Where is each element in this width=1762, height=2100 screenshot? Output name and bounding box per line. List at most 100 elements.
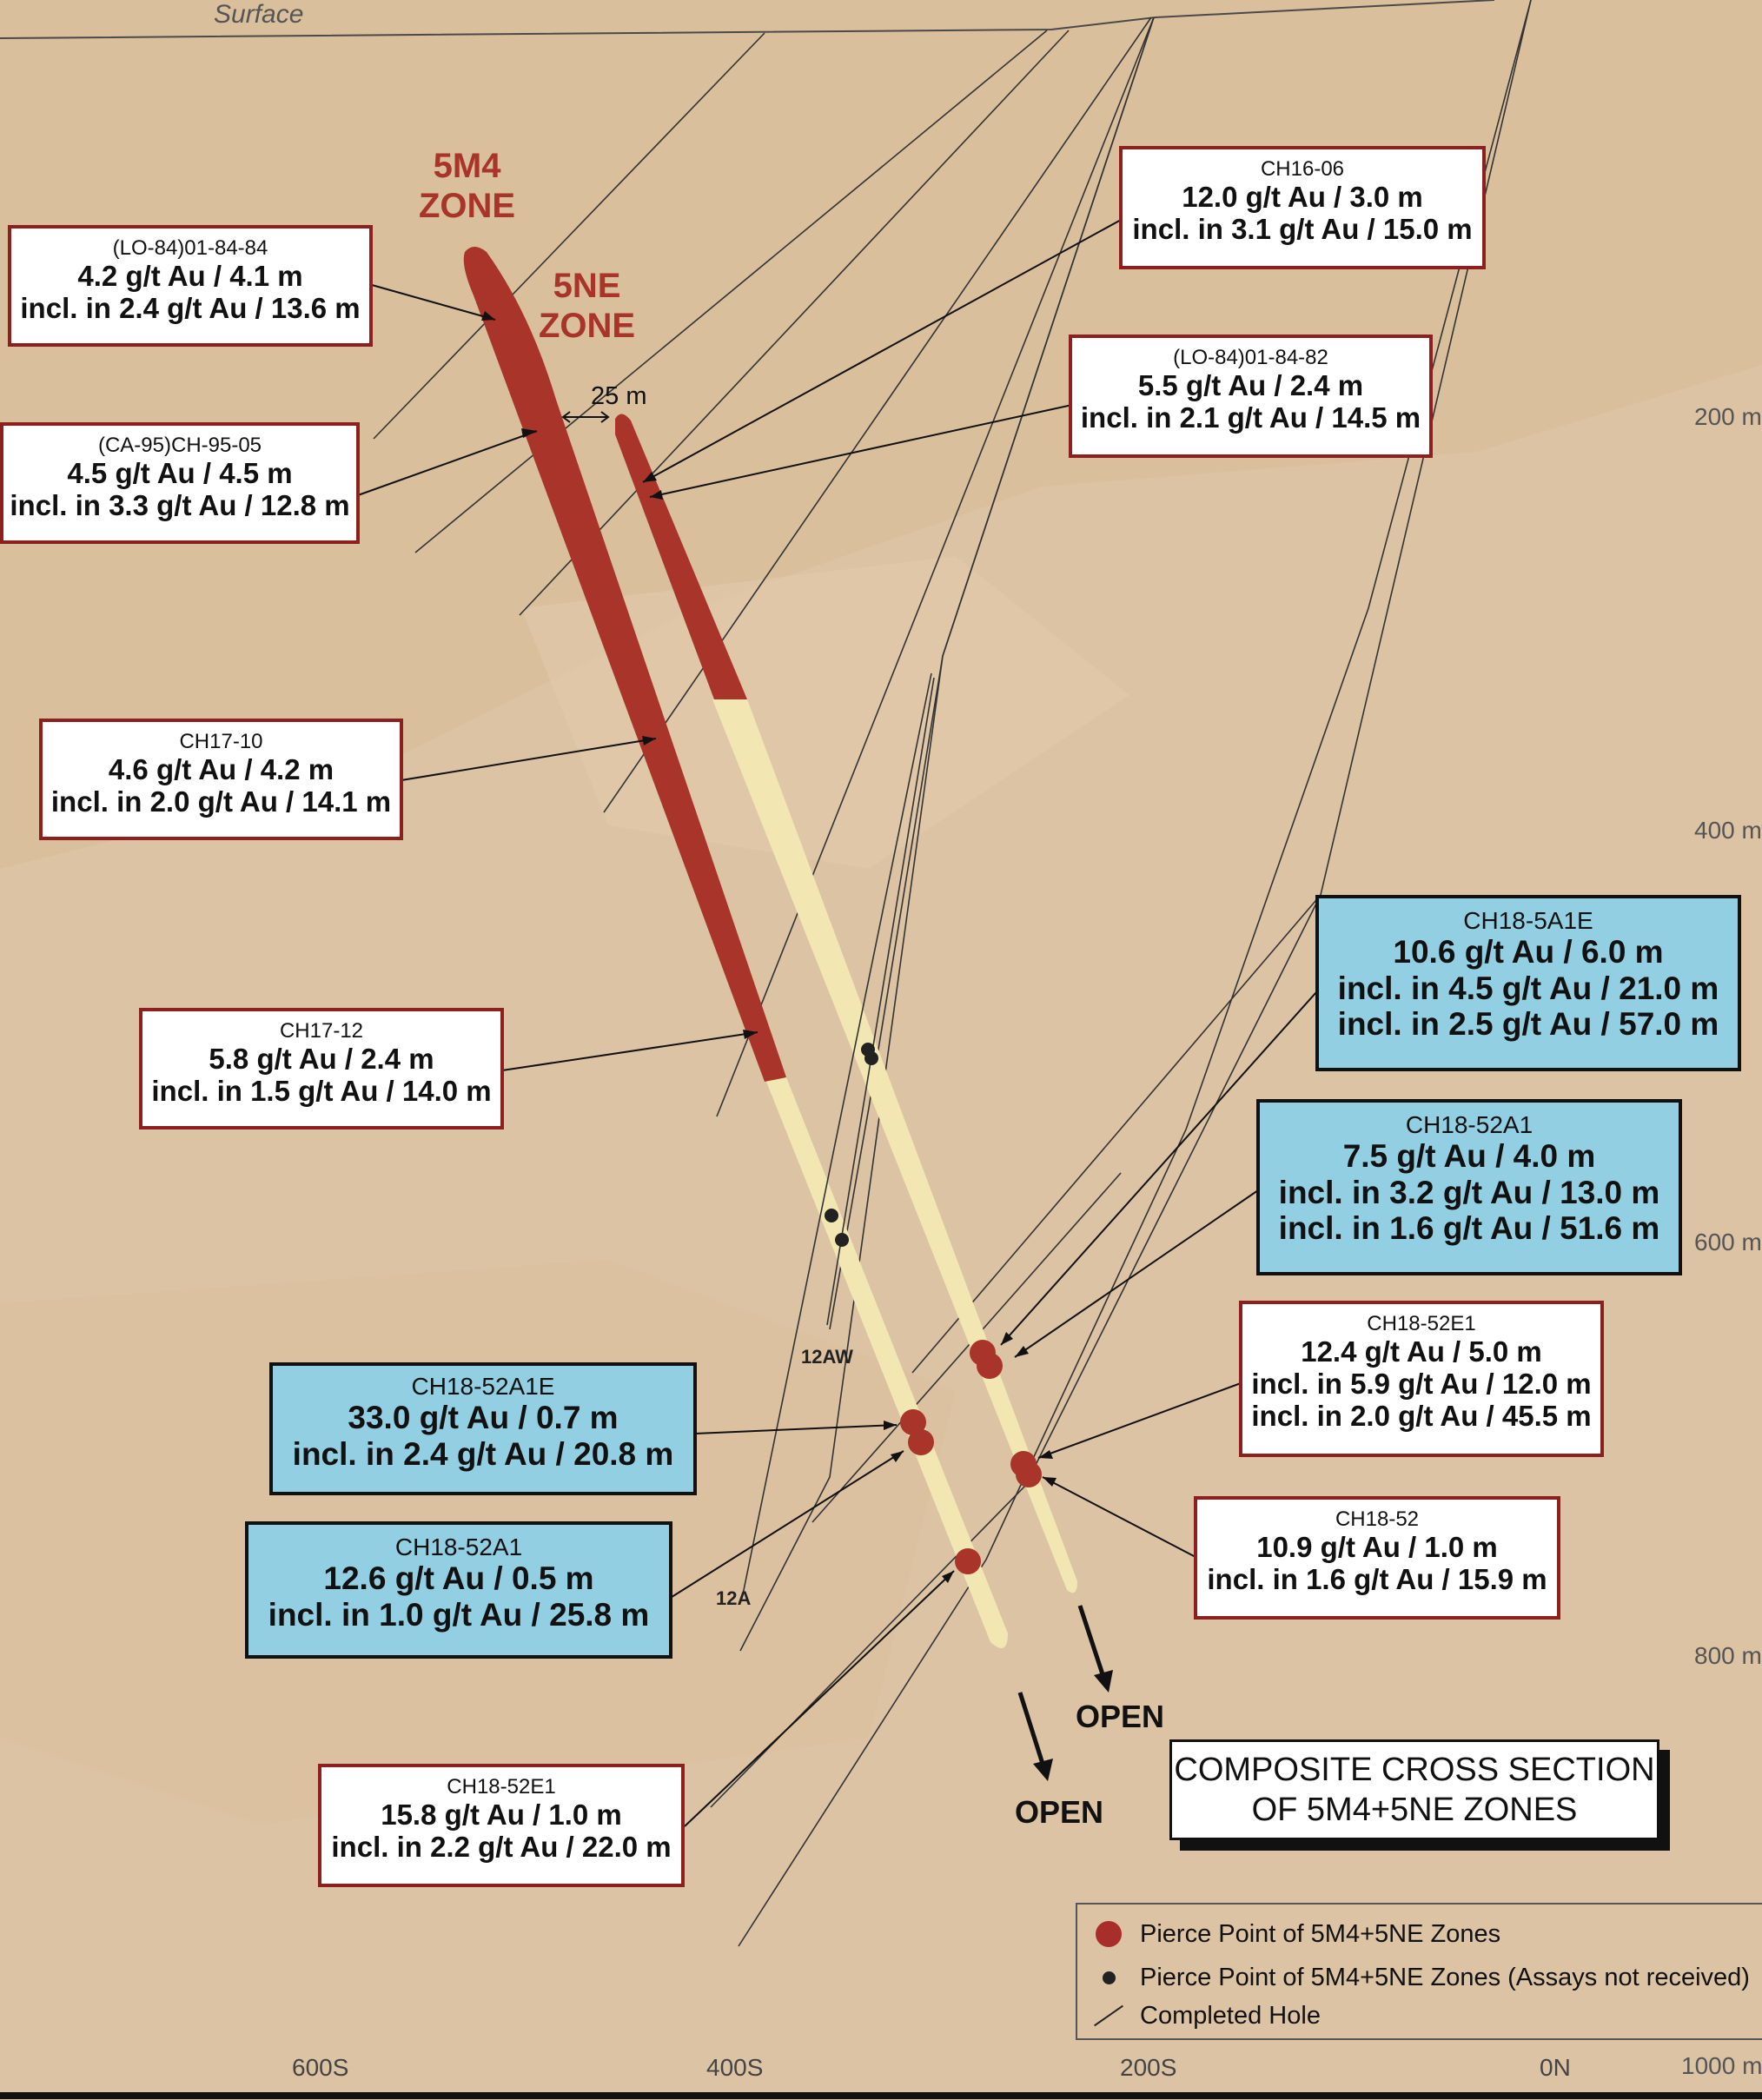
callout-hole-id: CH18-52A1E xyxy=(411,1373,555,1400)
leader-arrowheads xyxy=(481,311,1057,1583)
callout-included-grade: incl. in 2.0 g/t Au / 45.5 m xyxy=(1251,1399,1592,1432)
zone-5ne xyxy=(615,414,747,699)
callout-included-grade: incl. in 2.5 g/t Au / 57.0 m xyxy=(1337,1006,1719,1043)
callout-ch18-52e1-right: CH18-52E1 12.4 g/t Au / 5.0 m incl. in 5… xyxy=(1239,1301,1604,1457)
arrowhead xyxy=(884,1421,897,1430)
drill-hole xyxy=(603,17,1152,813)
drill-hole xyxy=(716,17,1155,1117)
callout-included-grade: incl. in 2.4 g/t Au / 13.6 m xyxy=(20,291,361,324)
surface-label: Surface xyxy=(214,0,304,29)
depth-label: 800 m xyxy=(1694,1642,1762,1669)
leader-line xyxy=(371,284,496,321)
callout-grade: 4.5 g/t Au / 4.5 m xyxy=(67,456,293,489)
zone-5m4-label: 5M4 ZONE xyxy=(419,147,516,225)
easting-label: 200S xyxy=(1120,2054,1177,2081)
surface-line xyxy=(0,0,1495,39)
leader-line xyxy=(684,1570,955,1827)
leader-line xyxy=(1000,991,1317,1346)
callout-included-grade: incl. in 3.2 g/t Au / 13.0 m xyxy=(1278,1174,1660,1210)
leader-line xyxy=(668,1450,904,1600)
easting-label: 0N xyxy=(1540,2054,1571,2081)
pierce-point xyxy=(955,1548,981,1574)
arrowhead xyxy=(643,472,657,482)
depth-label: 400 m xyxy=(1694,817,1762,844)
open-arrowhead xyxy=(1033,1759,1053,1781)
callout-included-grade: incl. in 2.2 g/t Au / 22.0 m xyxy=(331,1830,672,1863)
drill-hole xyxy=(519,30,1070,616)
legend-item-hole: Completed Hole xyxy=(1077,1998,1321,2033)
pierce-points-pending xyxy=(825,1043,878,1247)
legend-label: Pierce Point of 5M4+5NE Zones (Assays no… xyxy=(1140,1963,1750,1991)
arrowhead xyxy=(481,311,495,321)
callout-included-grade: incl. in 3.3 g/t Au / 12.8 m xyxy=(10,488,350,521)
easting-label: 400S xyxy=(706,2054,764,2081)
leader-line xyxy=(1014,1189,1259,1358)
legend-item-pierce-pending: Pierce Point of 5M4+5NE Zones (Assays no… xyxy=(1077,1960,1750,1995)
callout-ch18-52: CH18-52 10.9 g/t Au / 1.0 m incl. in 1.6… xyxy=(1194,1496,1560,1620)
pierce-point xyxy=(977,1353,1003,1379)
zone-5m4 xyxy=(463,247,786,1082)
callout-grade: 5.5 g/t Au / 2.4 m xyxy=(1137,368,1364,401)
pending-pierce-point-icon xyxy=(1102,1971,1116,1984)
pending-pierce-point xyxy=(864,1051,878,1065)
arrowhead xyxy=(942,1571,954,1583)
callout-included-grade: incl. in 2.0 g/t Au / 14.1 m xyxy=(50,785,392,818)
leader-line xyxy=(1037,1382,1242,1459)
zone-5ne-label: 5NE ZONE xyxy=(539,267,636,345)
callout-ch18-52a1e: CH18-52A1E 33.0 g/t Au / 0.7 m incl. in … xyxy=(269,1362,697,1495)
pierce-point xyxy=(900,1409,926,1435)
open-label: OPEN xyxy=(1015,1794,1104,1830)
hole-label-12a: 12A xyxy=(716,1587,752,1609)
callout-hole-id: (LO-84)01-84-82 xyxy=(1173,346,1328,369)
pending-pierce-point xyxy=(835,1233,849,1247)
hole-label-12aw: 12AW xyxy=(801,1346,853,1368)
leader-line xyxy=(501,1031,758,1071)
arrowhead xyxy=(891,1451,904,1462)
arrowhead xyxy=(1038,1450,1053,1459)
leader-line xyxy=(694,1424,898,1434)
pierce-point xyxy=(908,1429,934,1455)
callout-grade: 15.8 g/t Au / 1.0 m xyxy=(381,1798,622,1831)
drill-hole xyxy=(829,17,1155,1330)
arrowhead xyxy=(743,1030,758,1039)
pierce-point-icon xyxy=(1096,1921,1122,1947)
callout-lo84-01-84-84: (LO-84)01-84-84 4.2 g/t Au / 4.1 m incl.… xyxy=(8,225,373,347)
drill-hole xyxy=(414,30,1048,553)
callout-grade: 12.6 g/t Au / 0.5 m xyxy=(323,1560,594,1597)
callout-grade: 10.6 g/t Au / 6.0 m xyxy=(1393,934,1664,971)
open-arrowhead xyxy=(1094,1670,1113,1693)
pending-pierce-point xyxy=(825,1209,838,1222)
arrowhead xyxy=(650,490,663,500)
callout-grade: 4.6 g/t Au / 4.2 m xyxy=(108,752,335,785)
callout-included-grade: incl. in 2.4 g/t Au / 20.8 m xyxy=(292,1435,674,1472)
callout-hole-id: CH17-12 xyxy=(279,1019,364,1043)
spacing-label: 25 m xyxy=(591,382,647,410)
callout-included-grade: incl. in 1.6 g/t Au / 51.6 m xyxy=(1278,1210,1660,1247)
callout-hole-id: CH18-52 xyxy=(1335,1507,1420,1531)
pierce-points xyxy=(900,1340,1042,1574)
callout-included-grade: incl. in 1.5 g/t Au / 14.0 m xyxy=(151,1074,492,1107)
legend-label: Pierce Point of 5M4+5NE Zones xyxy=(1140,1919,1501,1948)
callout-ch18-52e1-left: CH18-52E1 15.8 g/t Au / 1.0 m incl. in 2… xyxy=(318,1764,685,1887)
callout-hole-id: CH16-06 xyxy=(1260,157,1345,181)
callout-hole-id: (CA-95)CH-95-05 xyxy=(97,434,262,457)
open-label: OPEN xyxy=(1076,1699,1165,1734)
callout-hole-id: CH17-10 xyxy=(179,730,263,753)
drill-hole-12aw xyxy=(826,677,935,1326)
callout-grade: 7.5 g/t Au / 4.0 m xyxy=(1342,1138,1596,1175)
callout-grade: 12.0 g/t Au / 3.0 m xyxy=(1182,180,1423,213)
pierce-point xyxy=(1016,1461,1042,1487)
callout-hole-id: CH18-52A1 xyxy=(1405,1111,1533,1138)
callout-included-grade: incl. in 2.1 g/t Au / 14.5 m xyxy=(1080,401,1421,434)
callout-hole-id: (LO-84)01-84-84 xyxy=(112,236,268,260)
legend-item-pierce: Pierce Point of 5M4+5NE Zones xyxy=(1077,1917,1500,1951)
leader-line xyxy=(401,738,657,781)
drill-holes xyxy=(373,0,1532,1947)
callout-ch18-5a1e: CH18-5A1E 10.6 g/t Au / 6.0 m incl. in 4… xyxy=(1315,895,1741,1071)
leader-lines xyxy=(357,218,1317,1827)
callout-hole-id: CH18-52E1 xyxy=(1367,1312,1476,1335)
arrowhead xyxy=(1043,1477,1057,1487)
callout-ch17-12: CH17-12 5.8 g/t Au / 2.4 m incl. in 1.5 … xyxy=(139,1008,504,1129)
callout-grade: 4.2 g/t Au / 4.1 m xyxy=(77,259,303,292)
easting-label: 600S xyxy=(292,2054,349,2081)
